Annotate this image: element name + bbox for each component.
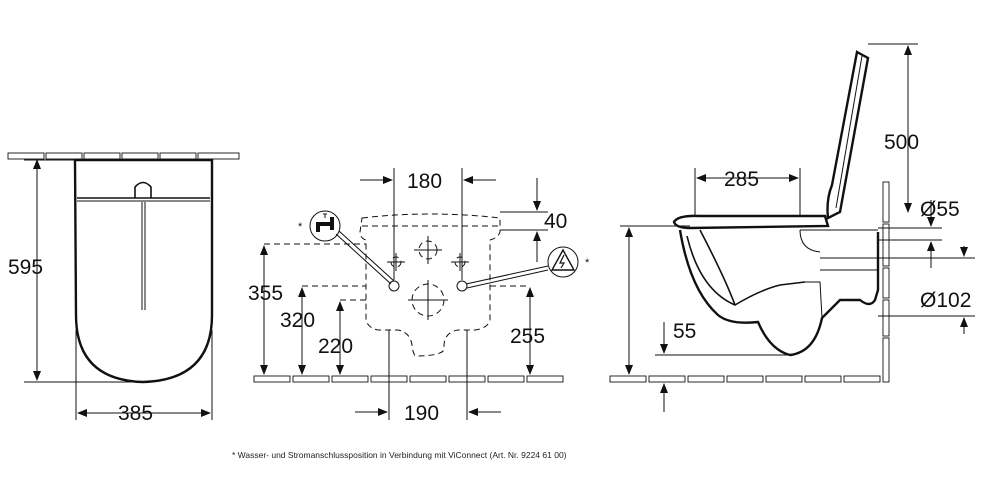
water-tap-icon bbox=[316, 217, 334, 232]
rear-height-255-label: 255 bbox=[510, 325, 545, 348]
toilet-lid bbox=[826, 50, 870, 220]
front-view: 595 385 bbox=[7, 152, 240, 425]
side-floor-tiles bbox=[609, 375, 881, 383]
rear-floor-tiles bbox=[253, 375, 564, 383]
front-height-label: 595 bbox=[8, 256, 43, 279]
power-connection-callout: * bbox=[465, 246, 590, 289]
rear-height-220-label: 220 bbox=[318, 335, 353, 358]
power-footnote-mark: * bbox=[585, 257, 590, 269]
side-wall-tiles bbox=[882, 181, 890, 383]
rear-height-355-label: 355 bbox=[248, 282, 283, 305]
front-width-label: 385 bbox=[118, 402, 153, 425]
toilet-bowl bbox=[678, 229, 880, 357]
side-pipe-55-label: Ø55 bbox=[920, 198, 960, 221]
rear-top-offset-label: 40 bbox=[544, 210, 567, 233]
rear-crosshairs bbox=[387, 236, 469, 320]
side-lid-height-label: 500 bbox=[884, 131, 919, 154]
toilet-seat bbox=[672, 214, 830, 230]
rear-top-width-label: 180 bbox=[407, 170, 442, 193]
rear-height-320-label: 320 bbox=[280, 309, 315, 332]
water-footnote-mark: * bbox=[298, 221, 303, 233]
rear-dashed-outline bbox=[359, 213, 501, 357]
water-connection-callout: * bbox=[298, 210, 395, 285]
rear-view: * * 180 40 355 320 220 bbox=[248, 168, 590, 425]
side-seat-depth-label: 285 bbox=[724, 168, 759, 191]
electric-warning-icon bbox=[550, 248, 576, 271]
flush-button bbox=[134, 181, 152, 198]
side-view: 285 500 Ø55 Ø102 55 bbox=[609, 43, 975, 412]
rear-bottom-width-label: 190 bbox=[404, 402, 439, 425]
front-wall-tiles bbox=[7, 152, 240, 160]
front-toilet-outline bbox=[73, 158, 214, 384]
footnote: * Wasser- und Stromanschlussposition in … bbox=[232, 450, 567, 460]
side-depth-55-label: 55 bbox=[673, 320, 696, 343]
side-pipe-102-label: Ø102 bbox=[920, 289, 971, 312]
